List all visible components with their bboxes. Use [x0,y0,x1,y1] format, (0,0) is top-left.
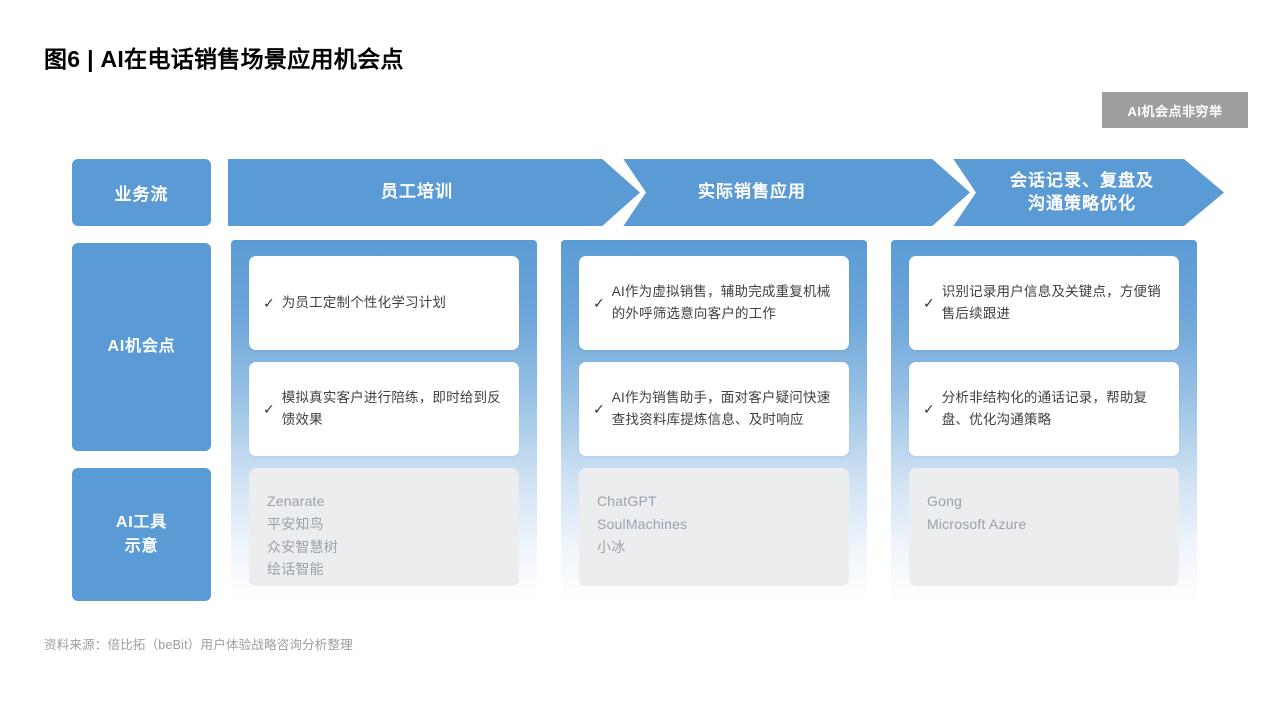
tool-item: ChatGPT [597,493,657,509]
note-badge-label: AI机会点非穷举 [1127,103,1223,119]
tool-item: 众安智慧树 [267,538,338,555]
tools-card: Zenarate 平安知鸟 众安智慧树 绘话智能 [249,468,519,586]
source-note: 资料来源：倍比拓（beBit）用户体验战略咨询分析整理 [44,638,353,652]
opportunity-card: ✓ 识别记录用户信息及关键点，方便销售后续跟进 [909,256,1179,350]
row-label-tools: AI工具 示意 [72,468,211,601]
opportunity-text: 模拟真实客户进行陪练，即时给到反馈效果 [281,389,501,427]
opportunity-text: AI作为虚拟销售，辅助完成重复机械的外呼筛选意向客户的工作 [611,283,831,321]
stage-column-1: ✓ 为员工定制个性化学习计划 ✓ 模拟真实客户进行陪练，即时给到反馈效果 Zen… [231,240,537,602]
row-label-tools-line1: AI工具 [115,514,168,532]
opportunity-text: 分析非结构化的通话记录，帮助复盘、优化沟通策略 [941,389,1148,427]
row-label-tools-line2: 示意 [124,537,159,555]
stage-title-2: 实际销售应用 [572,159,932,226]
row-label-tools-text: AI工具 示意 [116,511,167,557]
opportunity-card: ✓ 为员工定制个性化学习计划 [249,256,519,350]
tools-card: ChatGPT SoulMachines 小冰 [579,468,849,586]
opportunity-text: AI作为销售助手，面对客户疑问快速查找资料库提炼信息、及时响应 [611,389,831,427]
check-icon: ✓ [923,294,935,311]
check-icon: ✓ [593,400,605,417]
stage-title-2-text: 实际销售应用 [698,182,806,202]
tool-item: 小冰 [597,538,626,555]
stage-title-3: 会话记录、复盘及 沟通策略优化 [902,159,1262,226]
stage-row-label: 业务流 [72,159,211,226]
stage-title-1-text: 员工培训 [381,182,453,202]
check-icon: ✓ [593,294,605,311]
opportunity-card: ✓ AI作为虚拟销售，辅助完成重复机械的外呼筛选意向客户的工作 [579,256,849,350]
opportunity-text: 为员工定制个性化学习计划 [281,294,447,310]
check-icon: ✓ [923,400,935,417]
tool-item: 平安知鸟 [267,515,324,532]
tool-item: 绘话智能 [267,561,324,578]
stage-row-label-text: 业务流 [114,185,169,204]
opportunity-text: 识别记录用户信息及关键点，方便销售后续跟进 [941,283,1161,321]
opportunity-card: ✓ AI作为销售助手，面对客户疑问快速查找资料库提炼信息、及时响应 [579,362,849,456]
page-title: 图6 | AI在电话销售场景应用机会点 [44,46,404,72]
tool-item: Microsoft Azure [927,515,1027,532]
check-icon: ✓ [263,400,275,417]
process-arrow-band [228,159,1224,226]
note-badge: AI机会点非穷举 [1102,92,1248,128]
tool-item: Gong [927,493,963,509]
stage-title-1: 员工培训 [232,159,602,226]
tools-card: Gong Microsoft Azure [909,468,1179,586]
stage-title-3-text: 会话记录、复盘及 沟通策略优化 [1010,170,1154,216]
tool-item: SoulMachines [597,515,688,532]
stage-title-3-line1: 会话记录、复盘及 [1010,170,1154,190]
tool-item: Zenarate [267,493,325,509]
check-icon: ✓ [263,294,275,311]
stage-column-3: ✓ 识别记录用户信息及关键点，方便销售后续跟进 ✓ 分析非结构化的通话记录，帮助… [891,240,1197,602]
opportunity-card: ✓ 模拟真实客户进行陪练，即时给到反馈效果 [249,362,519,456]
row-label-opportunities: AI机会点 [72,243,211,451]
stage-header-row: 业务流 员工培训 实际销售应用 会话记录、复盘及 沟通策略优化 [72,157,1224,228]
opportunity-card: ✓ 分析非结构化的通话记录，帮助复盘、优化沟通策略 [909,362,1179,456]
stage-title-3-line2: 沟通策略优化 [1028,193,1136,213]
stage-column-2: ✓ AI作为虚拟销售，辅助完成重复机械的外呼筛选意向客户的工作 ✓ AI作为销售… [561,240,867,602]
row-label-opportunities-text: AI机会点 [107,338,176,356]
